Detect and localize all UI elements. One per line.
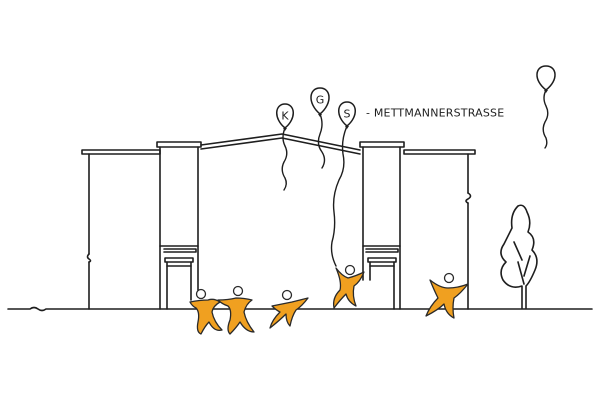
children-figures	[189, 264, 469, 335]
child-figure	[269, 289, 309, 329]
balloon-s: S	[338, 101, 356, 129]
balloon-blank	[536, 65, 556, 93]
child-figure	[332, 264, 365, 309]
balloon-g: G	[310, 87, 330, 117]
balloon-letter-g: G	[316, 94, 325, 107]
child-figure	[189, 288, 223, 335]
tree	[500, 204, 538, 309]
school-building	[81, 133, 476, 310]
ground-line	[7, 306, 593, 312]
balloon-strings	[281, 89, 549, 267]
balloon-k: K	[276, 103, 294, 131]
balloon-letter-s: S	[344, 108, 351, 121]
child-figure	[217, 285, 255, 335]
street-label: - METTMANNERSTRASSE	[366, 107, 504, 120]
child-figure	[425, 272, 469, 319]
balloon-letter-k: K	[281, 110, 289, 123]
